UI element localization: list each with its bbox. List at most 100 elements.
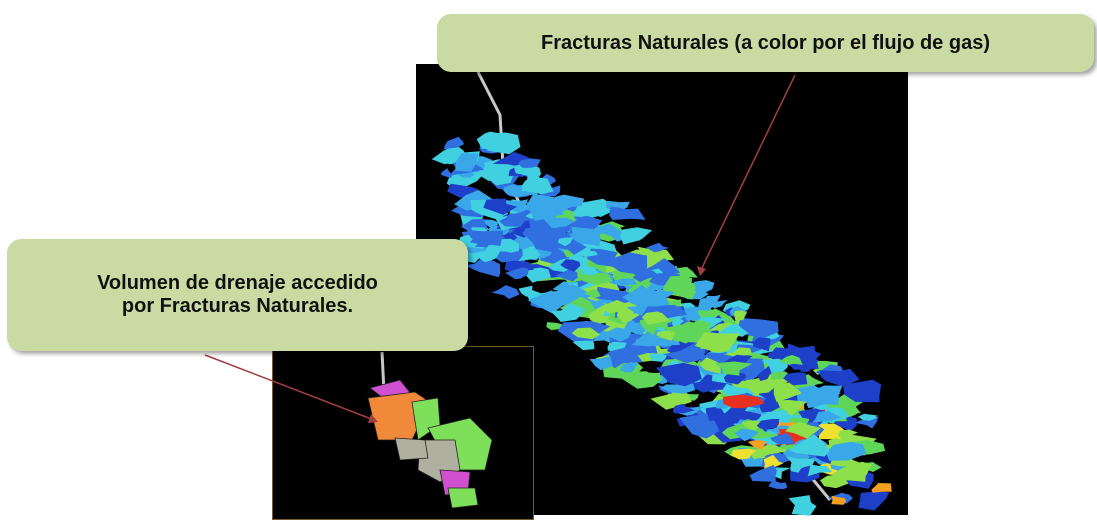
fracture-patch [584,289,601,299]
fracture-patch [632,269,659,283]
drainage-volume-label-line1: Volumen de drenaje accedido [97,272,378,294]
fracture-cloud [431,131,892,516]
fracture-patch [649,352,668,362]
fracture-patch [620,227,653,245]
fracture-patch [464,256,501,278]
fracture-patch [607,341,627,353]
fracture-patch [526,197,564,221]
fracture-patch [657,324,697,344]
fracture-patch [805,385,843,405]
fracture-patch [571,226,601,247]
fracture-patch [812,410,842,423]
fracture-patch [604,252,648,275]
fracture-patch [501,232,518,243]
fracture-patch [608,278,638,287]
fracture-patch [714,323,749,337]
fracture-patch [858,491,890,511]
fracture-patch [685,393,699,401]
fracture-patch [517,158,541,168]
fracture-patch [560,259,581,272]
fracture-patch [756,418,780,429]
fracture-patch [603,327,633,342]
fracture-patch [770,433,795,445]
fracture-patch [857,413,877,421]
fracture-patch [749,465,777,482]
fracture-patch [735,347,752,356]
natural-fractures-callout: Fracturas Naturales (a color por el fluj… [437,14,1094,72]
arrow-head-inset [368,414,378,423]
fracture-patch [723,394,765,409]
fracture-patch [700,357,721,374]
fracture-patch [496,249,525,263]
fracture-patch [672,403,695,414]
fracture-patch [574,198,615,217]
fracture-patch [518,245,541,262]
fracture-patch [661,383,696,394]
fracture-patch [697,297,714,311]
fracture-patch [594,286,633,304]
fracture-patch [656,362,702,387]
fracture-patch [505,267,529,280]
fracture-patch [705,406,726,422]
fracture-patch [785,422,822,439]
fracture-patch [523,267,551,283]
fracture-patch [679,413,720,439]
fracture-patch [498,213,525,227]
fracture-patch [503,184,522,198]
fracture-patch [555,268,578,282]
fracture-patch [581,266,599,276]
drainage-block [447,487,479,509]
fracture-patch [557,237,574,247]
fracture-patch [443,136,465,150]
fracture-patch [825,441,867,461]
fracture-patch [641,311,670,325]
fracture-patch [752,336,771,352]
fracture-patch [483,198,518,215]
fracture-patch [753,443,782,459]
fracture-patch [491,285,520,299]
fracture-patch [714,361,753,376]
fracture-patch [490,175,514,186]
fracture-patch [609,206,646,220]
fracture-patch [784,348,821,370]
fracture-patch [527,290,566,314]
fracture-patch [734,428,759,442]
fracture-patch [472,251,496,263]
drainage-block [394,437,429,461]
fracture-patch [768,480,788,489]
drainage-volume-label-line2: por Fracturas Naturales. [121,295,354,317]
fracture-patch [733,310,747,321]
fracture-patch [440,168,453,178]
fracture-patch [557,200,582,211]
fracture-patch [521,177,554,195]
fracture-patch [831,461,872,482]
pointer-arrow [699,74,796,273]
fracture-patch [476,131,512,151]
fracture-patch [484,219,498,229]
fracture-patch [631,328,681,347]
fracture-patch [747,439,766,450]
fracture-patch [663,275,693,290]
fracture-patch [571,327,601,340]
fracture-patch [731,448,757,460]
arrow-head [697,266,706,276]
fracture-patch [783,372,808,386]
pointer-arrow-inset [204,354,375,421]
fracture-patch [763,454,784,471]
fracture-patch [807,464,833,477]
drainage-blocks [367,379,493,509]
fracture-patch [663,342,706,363]
fracture-patch [837,429,858,440]
fracture-patch [466,229,502,246]
fracture-patch [695,332,740,353]
fracture-patch [646,242,669,253]
fracture-patch [871,483,892,493]
fracture-patch [693,280,715,293]
fracture-patch [819,368,860,387]
fracture-patch [790,465,805,473]
fracture-patch [601,299,626,314]
fracture-patch [523,225,558,245]
fracture-patch [761,358,788,373]
fracture-patch [589,356,613,371]
